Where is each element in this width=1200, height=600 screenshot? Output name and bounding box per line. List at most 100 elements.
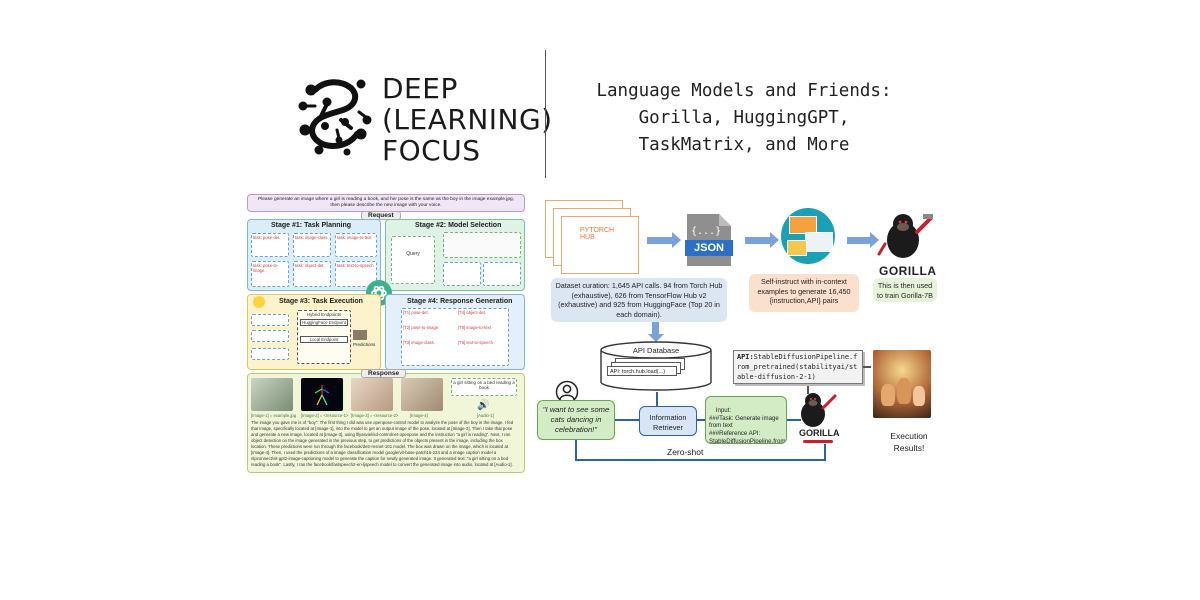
brand-line-3: FOCUS bbox=[382, 134, 481, 167]
query-label: Query bbox=[406, 251, 420, 257]
api-db-title: API Database bbox=[632, 346, 680, 355]
result-t4: [T4] object-det. bbox=[458, 310, 486, 315]
api-to-results-arrow bbox=[863, 366, 871, 368]
zero-shot-line-bottom bbox=[575, 459, 825, 461]
model-input-text: Input: ###Task: Generate image from text… bbox=[709, 406, 787, 444]
arrow-json-to-selfinstruct bbox=[745, 232, 779, 248]
model-input-box: Input: ###Task: Generate image from text… bbox=[705, 396, 787, 444]
result-t6: [T6] text-to-speech bbox=[458, 340, 493, 345]
json-file-icon: {...} bbox=[685, 214, 733, 266]
caption-4: [Image-4] bbox=[410, 413, 428, 418]
response-image-1 bbox=[251, 378, 293, 411]
hybrid-endpoints-box: Hybrid Endpoints HuggingFace Endpoint Lo… bbox=[297, 310, 351, 364]
brand-line-1: DEEP bbox=[382, 72, 458, 105]
stage2-title: Stage #2: Model Selection bbox=[415, 222, 502, 229]
hybrid-label: Hybrid Endpoints bbox=[306, 312, 342, 317]
api-call-text: StableDiffusionPipeline.from_pretrained(… bbox=[737, 353, 858, 381]
gorilla-title-top: GORILLA bbox=[879, 264, 937, 278]
result-t2: [T2] pose-to-image bbox=[403, 325, 439, 330]
arrow-docs-to-json bbox=[647, 232, 681, 248]
results-list: [T1] pose-det. [T2] pose-to-image [T3] i… bbox=[401, 308, 509, 366]
arrow-down-to-db bbox=[652, 322, 659, 334]
title-line-1: Language Models and Friends: bbox=[596, 81, 892, 101]
curation-box: Dataset curation: 1,645 API calls. 94 fr… bbox=[551, 278, 727, 322]
api-call-prefix: API: bbox=[737, 353, 754, 361]
api-db-entry-text: API: torch.hub.load(...) bbox=[610, 369, 666, 375]
db-to-retriever-line bbox=[656, 392, 658, 406]
api-call-box: API:StableDiffusionPipeline.from_pretrai… bbox=[733, 350, 863, 384]
cat-3 bbox=[913, 386, 925, 406]
brand-line-2: (LEARNING) bbox=[382, 103, 553, 136]
task-t1-text: task: pose-det. bbox=[253, 235, 281, 240]
task-t4: task: pose-to-image bbox=[251, 261, 289, 287]
user-prompt-box: Please generate an image where a girl is… bbox=[247, 194, 525, 212]
self-instruct-card-2 bbox=[805, 232, 833, 252]
task-t2: task: image-class. bbox=[293, 233, 331, 257]
exec-task-2 bbox=[251, 330, 289, 342]
deep-learning-focus-logo bbox=[298, 79, 372, 156]
task-t5: task: object-det. bbox=[293, 261, 331, 287]
self-instruct-card-1 bbox=[789, 216, 817, 234]
user-query-box: "I want to see some cats dancing in cele… bbox=[537, 400, 615, 440]
task-t4-text: task: pose-to-image bbox=[253, 263, 279, 273]
train-box: This is then used to train Gorilla-7B bbox=[873, 278, 937, 302]
gorilla-figure: PYTORCH HUB {...} JSON GORILLA Dataset c… bbox=[535, 190, 960, 480]
title-line-3: TaskMatrix, and More bbox=[638, 135, 850, 155]
caption-5: [Audio-1] bbox=[477, 413, 494, 418]
gorilla-mascot-icon bbox=[877, 214, 933, 258]
cat-1 bbox=[881, 384, 895, 406]
gorilla-title-bottom: GORILLA bbox=[799, 428, 840, 438]
result-t5: [T5] image-to-text bbox=[458, 325, 491, 330]
request-label: Request bbox=[361, 211, 401, 220]
execution-results-label: Execution Results! bbox=[890, 431, 928, 453]
query-to-retriever-line bbox=[615, 419, 639, 421]
arrow-selfinstruct-to-gorilla bbox=[847, 232, 879, 248]
zero-shot-line-left bbox=[575, 440, 577, 460]
prediction-thumb bbox=[353, 330, 367, 340]
input-to-gorilla-line bbox=[787, 419, 801, 421]
speech-text: a girl sitting on a bed reading a book bbox=[453, 380, 515, 390]
model-select-card bbox=[443, 232, 521, 258]
gorilla-to-api-arrow bbox=[807, 386, 809, 394]
retriever-to-input-line bbox=[697, 419, 705, 421]
curation-text: Dataset curation: 1,645 API calls. 94 fr… bbox=[555, 281, 723, 319]
arrow-down-head bbox=[648, 334, 664, 342]
task-t6-text: task: text-to-speech bbox=[337, 263, 374, 268]
speech-bubble: a girl sitting on a bed reading a book bbox=[451, 378, 517, 396]
task-t1: task: pose-det. bbox=[251, 233, 289, 257]
self-instruct-box: Self-instruct with in-context examples t… bbox=[749, 274, 859, 312]
task-t3: task: image-to-text bbox=[335, 233, 377, 257]
json-label: JSON bbox=[694, 242, 724, 254]
brand-name: DEEP (LEARNING) FOCUS bbox=[382, 73, 553, 166]
caption-2: [Image-2] = <resource-1> bbox=[301, 413, 349, 418]
user-prompt-text: Please generate an image where a girl is… bbox=[258, 197, 514, 208]
response-label: Response bbox=[361, 369, 407, 378]
model-card-2 bbox=[483, 262, 521, 286]
gorilla-mascot-small-icon bbox=[801, 393, 837, 427]
user-query-text: "I want to see some cats dancing in cele… bbox=[542, 405, 610, 434]
audio-icon: 🔊 bbox=[477, 400, 490, 411]
pytorch-hub-label-1: PYTORCH bbox=[580, 227, 615, 234]
pose-skeleton-icon bbox=[314, 385, 330, 406]
hf-endpoint-label: HuggingFace Endpoint bbox=[300, 319, 348, 326]
response-image-4 bbox=[401, 378, 443, 411]
query-box: Query bbox=[391, 236, 435, 284]
article-title: Language Models and Friends: Gorilla, Hu… bbox=[548, 78, 940, 159]
result-t1: [T1] pose-det. bbox=[403, 310, 429, 315]
retriever-text: Information Retriever bbox=[649, 413, 687, 432]
zero-shot-line-right bbox=[824, 444, 826, 461]
self-instruct-card-3 bbox=[787, 240, 807, 256]
header-divider bbox=[545, 50, 546, 178]
caption-3: [Image-3] = <resource-2> bbox=[351, 413, 399, 418]
dancing-cats-image bbox=[873, 350, 931, 418]
api-db-entry: API: torch.hub.load(...) bbox=[607, 366, 677, 376]
task-t5-text: task: object-det. bbox=[295, 263, 325, 268]
svg-text:{...}: {...} bbox=[691, 226, 721, 237]
cat-2 bbox=[897, 378, 911, 404]
caption-1: [Image-1] = example.jpg bbox=[251, 413, 297, 418]
doc-page-1: PYTORCH HUB bbox=[561, 216, 639, 274]
stage1-title: Stage #1: Task Planning bbox=[271, 222, 352, 229]
pytorch-hub-label-2: HUB bbox=[580, 234, 595, 241]
self-instruct-text: Self-instruct with in-context examples t… bbox=[757, 277, 851, 305]
result-t3: [T3] image-class. bbox=[403, 340, 435, 345]
